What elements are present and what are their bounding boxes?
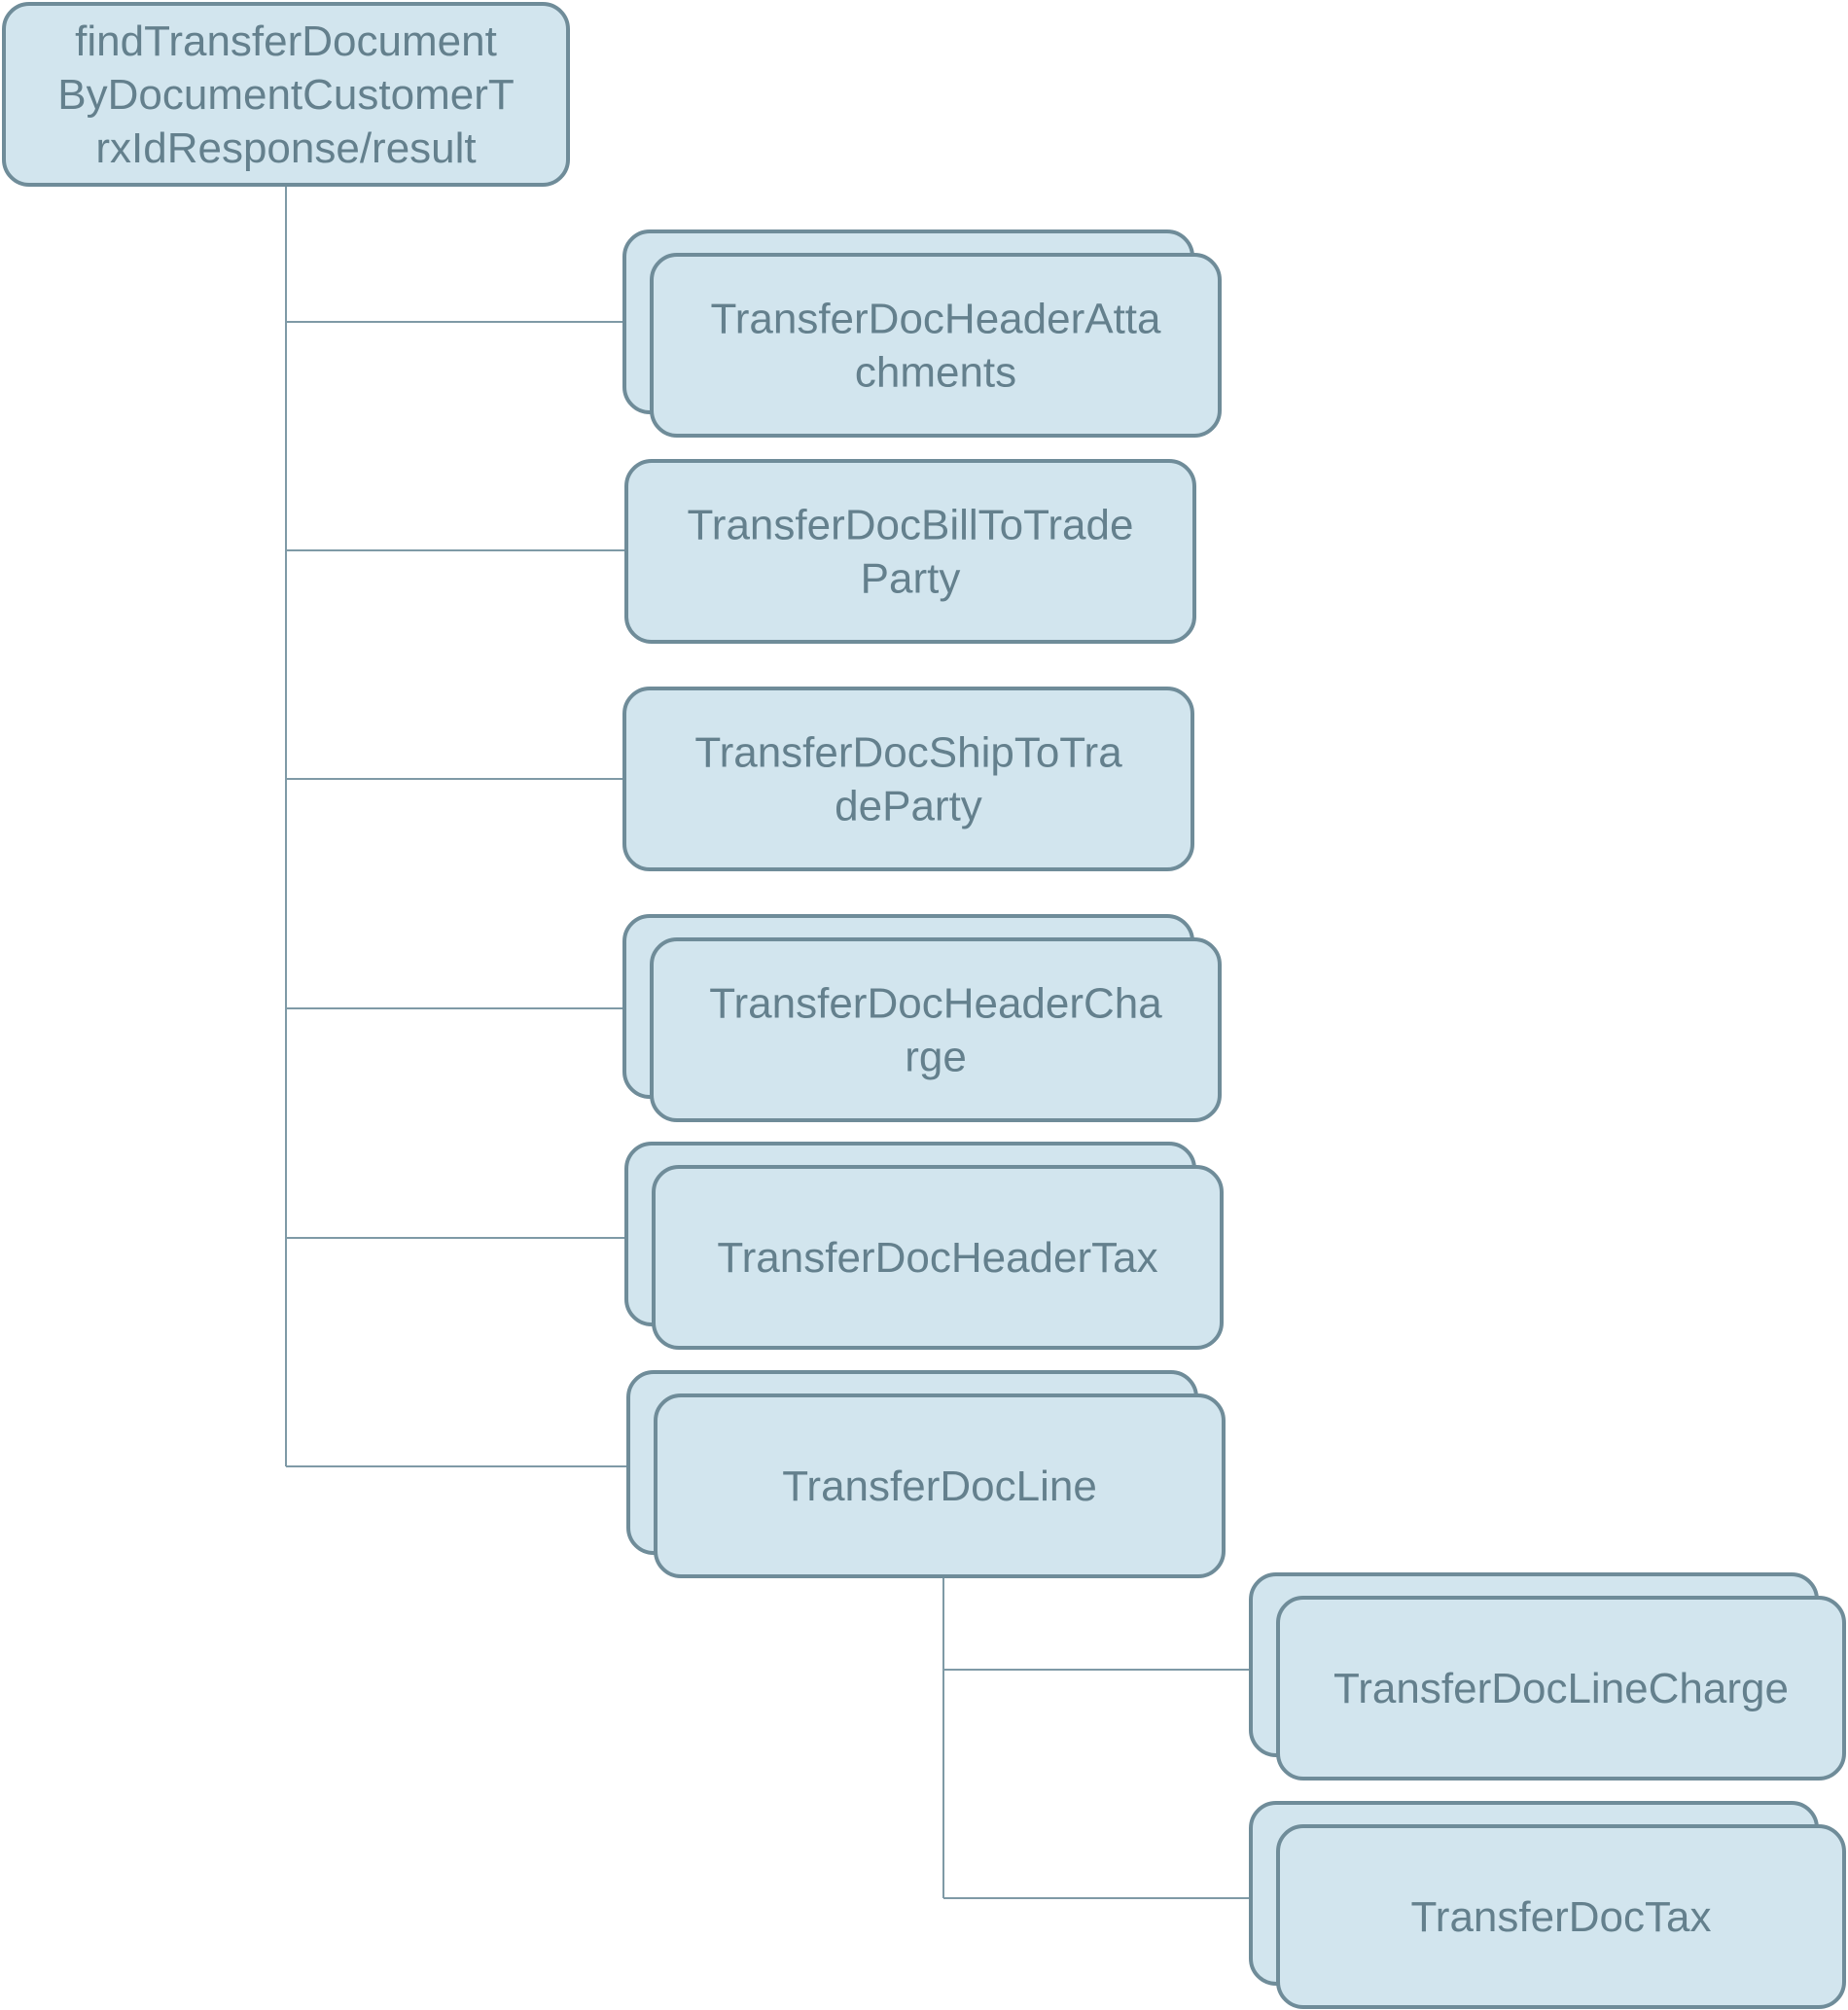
node-box xyxy=(654,1393,1226,1578)
node-label-line: TransferDocLine xyxy=(782,1463,1097,1510)
node-label-line: findTransferDocument xyxy=(75,18,497,65)
node-line-charge: TransferDocLineCharge xyxy=(1249,1572,1846,1781)
node-box xyxy=(650,937,1222,1122)
node-ship-to-trade-party: TransferDocShipToTra deParty xyxy=(622,687,1194,871)
node-box xyxy=(652,1165,1224,1350)
node-label-line: deParty xyxy=(835,783,982,830)
node-box xyxy=(1276,1596,1846,1781)
node-line: TransferDocLine xyxy=(626,1370,1226,1578)
node-label-line: TransferDocBillToTrade xyxy=(688,502,1134,549)
node-box xyxy=(650,253,1222,438)
node-header-tax: TransferDocHeaderTax xyxy=(624,1142,1224,1350)
node-label-line: rxIdResponse/result xyxy=(95,124,476,172)
node-box xyxy=(1276,1824,1846,2009)
node-header-charge: TransferDocHeaderCha rge xyxy=(622,914,1222,1122)
node-tax: TransferDocTax xyxy=(1249,1801,1846,2009)
connector-lines xyxy=(285,185,1251,1899)
node-box xyxy=(2,2,570,187)
node-label-line: ByDocumentCustomerT xyxy=(57,71,514,119)
node-label-line: TransferDocHeaderAtta xyxy=(710,296,1161,343)
node-label-line: TransferDocLineCharge xyxy=(1333,1665,1789,1712)
node-label-line: Party xyxy=(861,555,961,603)
node-label-line: TransferDocTax xyxy=(1411,1893,1712,1941)
node-label-line: chments xyxy=(855,349,1016,397)
node-box xyxy=(624,459,1196,644)
node-label-line: TransferDocHeaderTax xyxy=(717,1234,1157,1282)
node-label-line: TransferDocHeaderCha xyxy=(709,980,1162,1028)
node-label-line: TransferDocShipToTra xyxy=(694,729,1122,777)
node-header-attachments: TransferDocHeaderAtta chments xyxy=(622,229,1222,438)
node-label-line: rge xyxy=(905,1034,967,1081)
node-box xyxy=(622,687,1194,871)
